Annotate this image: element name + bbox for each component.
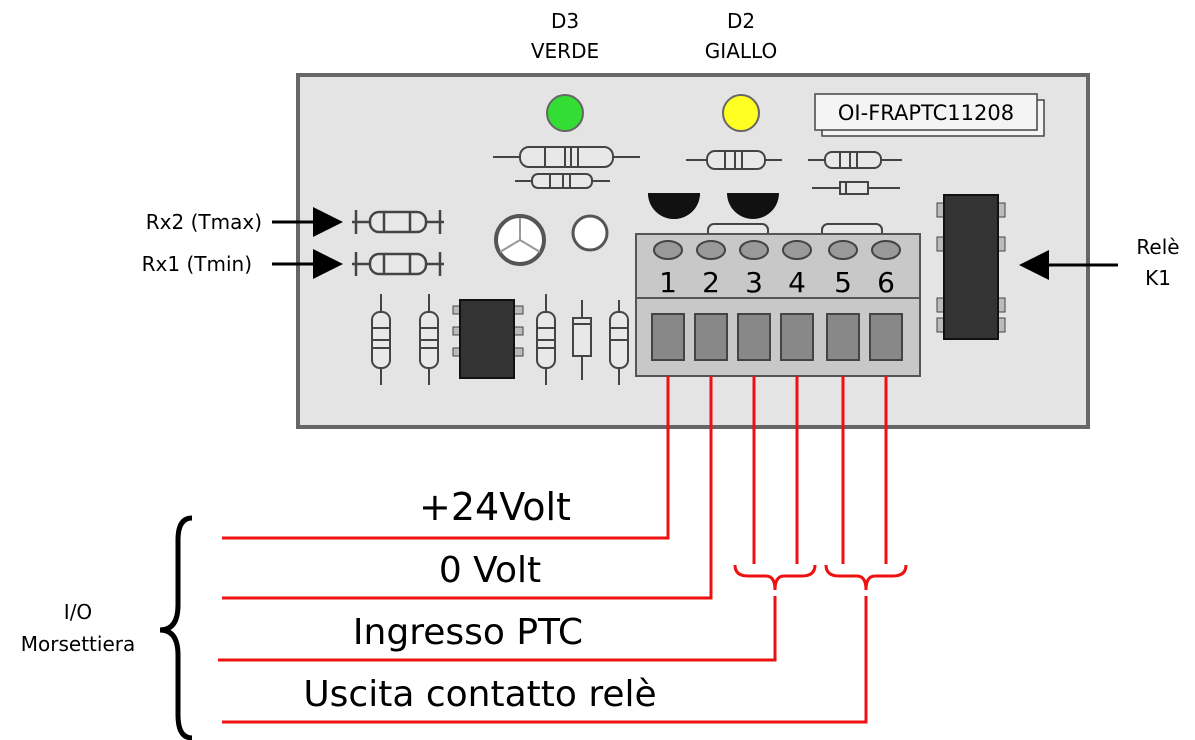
terminal-number-3: 3 bbox=[745, 266, 763, 299]
wire-plus24 bbox=[222, 376, 670, 540]
wire-label-zero: 0 Volt bbox=[439, 550, 541, 591]
terminal-slot-5 bbox=[826, 313, 860, 361]
resistor-r8 bbox=[609, 300, 629, 385]
resistor-r6 bbox=[419, 294, 439, 385]
transistor-q2-body bbox=[727, 193, 779, 219]
wire-ptc bbox=[218, 596, 777, 662]
io-brace bbox=[159, 515, 193, 740]
terminal-screw-2 bbox=[696, 240, 726, 260]
capacitor-c1 bbox=[494, 214, 546, 266]
terminal-slots bbox=[651, 313, 903, 361]
terminal-number-1: 1 bbox=[659, 266, 677, 299]
resistor-rx2 bbox=[352, 210, 444, 234]
rx2-label: Rx2 (Tmax) bbox=[146, 210, 262, 234]
led-d2-color-label: GIALLO bbox=[705, 39, 777, 63]
wire-relay-out bbox=[222, 596, 868, 724]
terminal-slot-1 bbox=[651, 313, 685, 361]
terminal-slot-6 bbox=[869, 313, 903, 361]
terminal-screw-3 bbox=[739, 240, 769, 260]
terminal-number-6: 6 bbox=[877, 266, 895, 299]
terminal-screw-6 bbox=[871, 240, 901, 260]
brace-ptc-terminals bbox=[733, 564, 817, 591]
resistor-rx1 bbox=[352, 252, 444, 276]
wire-label-relay-out: Uscita contatto relè bbox=[303, 674, 656, 715]
resistor-r2 bbox=[515, 173, 610, 189]
terminal-screws bbox=[653, 240, 901, 260]
terminal-number-5: 5 bbox=[834, 266, 852, 299]
led-d3-color-label: VERDE bbox=[531, 39, 599, 63]
resistor-r7 bbox=[536, 294, 556, 385]
relay-k1 bbox=[936, 194, 1006, 340]
rx1-label: Rx1 (Tmin) bbox=[142, 252, 252, 276]
led-d3-green bbox=[546, 94, 584, 132]
resistor-r1 bbox=[493, 146, 640, 168]
terminal-slot-2 bbox=[694, 313, 728, 361]
board-code: OI-FRAPTC11208 bbox=[838, 101, 1014, 125]
led-d2-yellow bbox=[722, 94, 760, 132]
resistor-r4 bbox=[808, 151, 902, 169]
ic-u1 bbox=[452, 299, 524, 379]
wire-zero bbox=[222, 376, 713, 600]
terminal-slot-4 bbox=[780, 313, 814, 361]
terminal-screw-4 bbox=[782, 240, 812, 260]
transistor-q1-body bbox=[648, 193, 700, 219]
relay-label-line2: K1 bbox=[1145, 266, 1171, 290]
resistor-r3 bbox=[686, 150, 782, 170]
diode-d1 bbox=[812, 181, 900, 195]
board-code-tag: OI-FRAPTC11208 bbox=[814, 93, 1045, 137]
led-d2-id: D2 bbox=[727, 9, 755, 33]
relay-label-line1: Relè bbox=[1136, 235, 1179, 259]
capacitor-c2 bbox=[571, 214, 609, 252]
io-label-line2: Morsettiera bbox=[21, 632, 135, 656]
terminal-screw-5 bbox=[828, 240, 858, 260]
terminal-slot-3 bbox=[737, 313, 771, 361]
resistor-r5 bbox=[371, 294, 391, 385]
io-label-line1: I/O bbox=[64, 600, 92, 624]
terminal-screw-1 bbox=[653, 240, 683, 260]
diode-d4 bbox=[572, 300, 592, 380]
wire-label-plus24: +24Volt bbox=[419, 485, 571, 529]
brace-relay-terminals bbox=[824, 564, 908, 591]
led-d3-id: D3 bbox=[551, 9, 579, 33]
wire-label-ptc: Ingresso PTC bbox=[353, 612, 583, 653]
terminal-number-2: 2 bbox=[702, 266, 720, 299]
terminal-number-4: 4 bbox=[788, 266, 806, 299]
